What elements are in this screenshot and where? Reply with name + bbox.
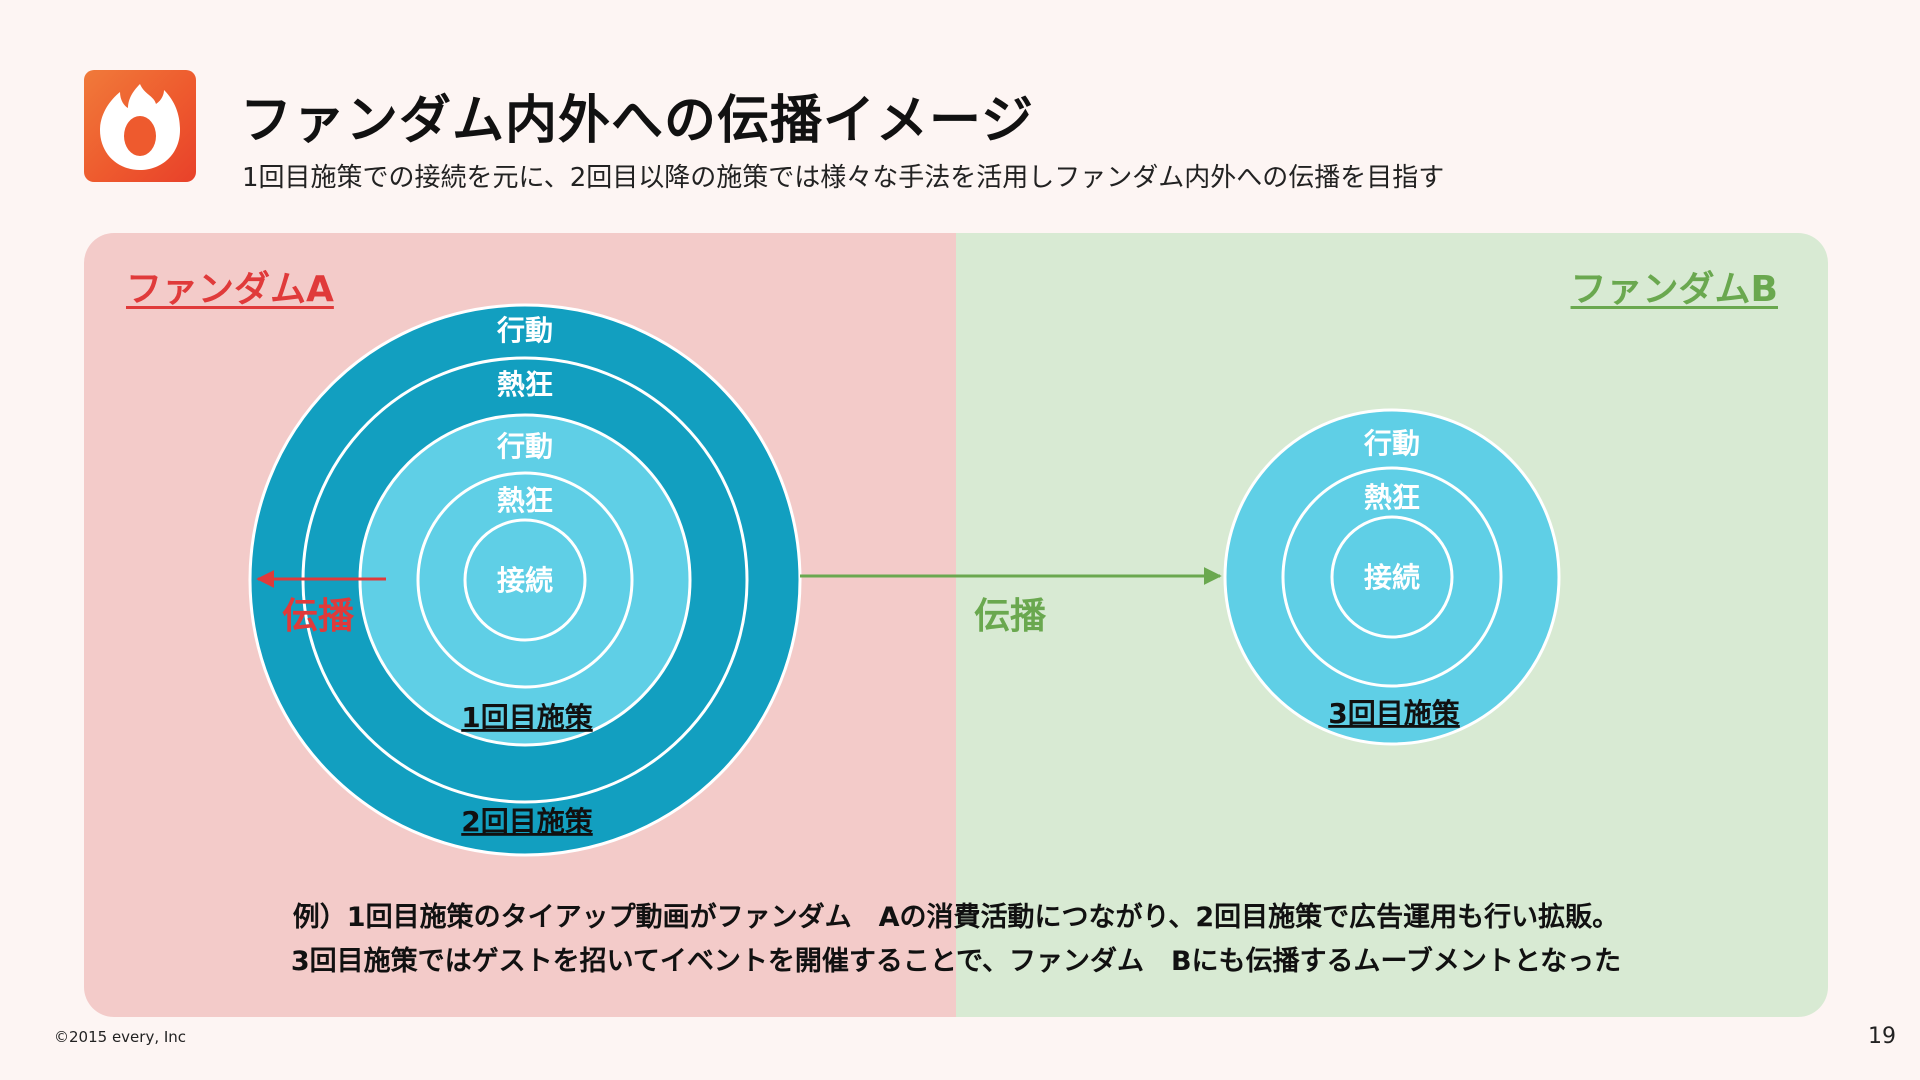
example-line-2: 3回目施策ではゲストを招いてイベントを開催することで、ファンダム Bにも伝播する… xyxy=(290,946,1622,977)
page-subtitle: 1回目施策での接続を元に、2回目以降の施策では様々な手法を活用しファンダム内外へ… xyxy=(242,163,1445,193)
copyright-text: ©2015 every, Inc xyxy=(54,1028,187,1046)
circle-a-inner-action-label: 行動 xyxy=(496,430,553,463)
circle-a-inner-passion-label: 熱狂 xyxy=(497,484,553,517)
company-logo xyxy=(84,70,196,182)
example-line-1: 例）1回目施策のタイアップ動画がファンダム Aの消費活動につながり、2回目施策で… xyxy=(292,902,1620,933)
fandom-b-label: ファンダムB xyxy=(1570,269,1778,310)
circle-b-connection-label: 接続 xyxy=(1364,561,1420,594)
step-2-label: 2回目施策 xyxy=(461,805,592,838)
spread-left-label: 伝播 xyxy=(282,596,355,637)
fandom-a-label: ファンダムA xyxy=(126,269,334,310)
circle-b-core xyxy=(1330,515,1454,639)
circle-b-ring xyxy=(1281,466,1503,688)
circle-b xyxy=(1223,408,1561,746)
circle-b-passion-label: 熱狂 xyxy=(1364,481,1420,514)
page-number: 19 xyxy=(1868,1024,1896,1049)
circle-a-connection-label: 接続 xyxy=(497,564,553,597)
example-description: 例）1回目施策のタイアップ動画がファンダム Aの消費活動につながり、2回目施策で… xyxy=(84,896,1828,984)
step-3-label: 3回目施策 xyxy=(1328,697,1459,730)
circle-b-action-label: 行動 xyxy=(1363,427,1420,460)
page-title: ファンダム内外への伝播イメージ xyxy=(240,91,1034,151)
flame-ring-logo-icon xyxy=(100,84,180,170)
spread-right-label: 伝播 xyxy=(974,596,1047,637)
circle-a-inner-ring xyxy=(416,471,634,689)
circle-a-core xyxy=(463,518,587,642)
circle-a-outer-action-label: 行動 xyxy=(496,314,553,347)
step-1-label: 1回目施策 xyxy=(461,701,592,734)
circle-a-outer-passion-label: 熱狂 xyxy=(497,368,553,401)
